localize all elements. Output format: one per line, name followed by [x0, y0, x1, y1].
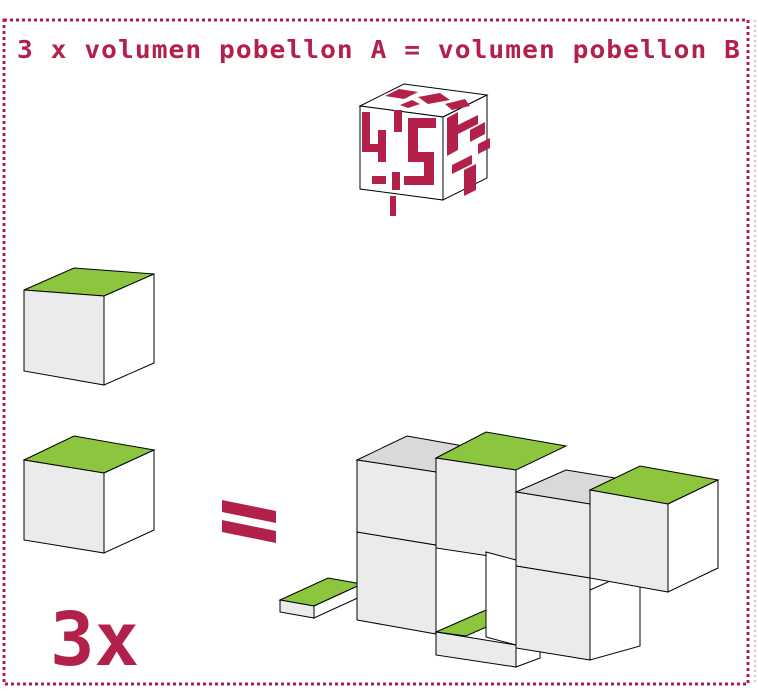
multiplier-label: 3x [50, 597, 139, 683]
pavilion-a-cube-2 [22, 435, 156, 554]
pavilion-a-cube-1 [23, 267, 155, 386]
equals-sign [222, 500, 276, 543]
pavilion-b-cube [358, 83, 490, 216]
diagram-title: 3 x volumen pobellon A = volumen pobello… [17, 35, 741, 64]
pavilion-b-composition [278, 431, 720, 668]
dotted-frame [2, 18, 750, 686]
